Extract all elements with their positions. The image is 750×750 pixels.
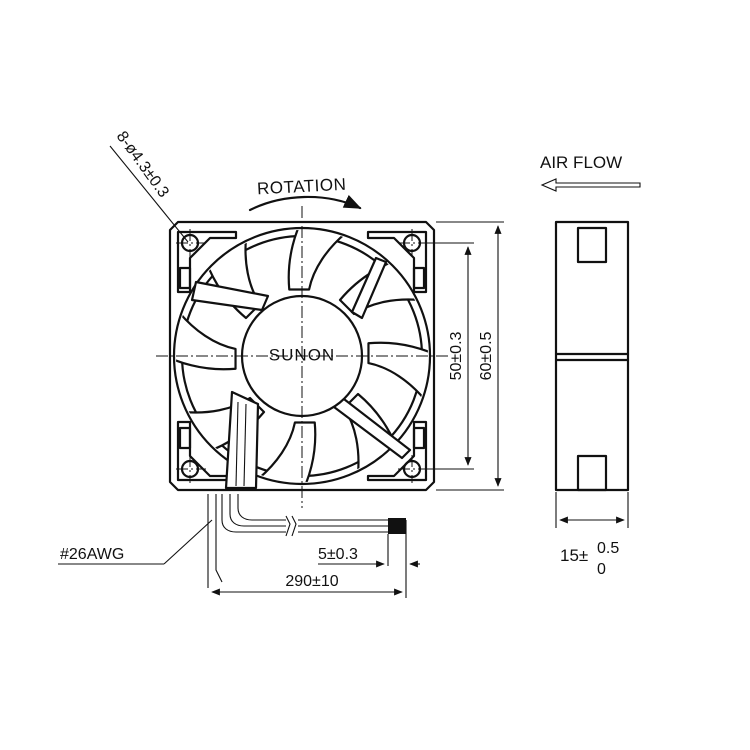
side-view: AIR FLOW 15± 0.5 0 <box>540 153 641 578</box>
holes-leader <box>109 145 189 243</box>
airflow-label: AIR FLOW <box>540 153 622 172</box>
thickness-lower: 0 <box>597 561 606 578</box>
frame-size-label: 60±0.5 <box>478 331 495 380</box>
frame-size-dimension: 60±0.5 <box>436 221 504 491</box>
frame-outline <box>168 220 436 492</box>
support-spokes <box>190 256 412 490</box>
strip-length-dimension: 5±0.3 <box>318 546 420 568</box>
hole-pitch-label: 50±0.3 <box>448 331 465 380</box>
hole-pitch-dimension: 50±0.3 <box>420 242 474 470</box>
strip-length-label: 5±0.3 <box>318 546 358 563</box>
thickness-base: 15± <box>560 546 588 565</box>
lead-wires <box>207 494 407 598</box>
wire-gauge-label: #26AWG <box>60 546 124 563</box>
lead-length-dimension: 290±10 <box>211 573 403 596</box>
rotation-arrow <box>248 194 362 212</box>
holes-label: 8-ø4.3±0.3 <box>113 128 172 201</box>
front-view: SUNON ROTATION 8-ø4.3±0.3 50±0.3 60±0.5 <box>58 128 504 598</box>
thickness-upper: 0.5 <box>597 540 619 557</box>
rotation-label: ROTATION <box>257 175 347 199</box>
lead-length-label: 290±10 <box>285 573 338 590</box>
thickness-dimension: 15± 0.5 0 <box>555 492 629 578</box>
airflow-arrow <box>540 178 641 192</box>
